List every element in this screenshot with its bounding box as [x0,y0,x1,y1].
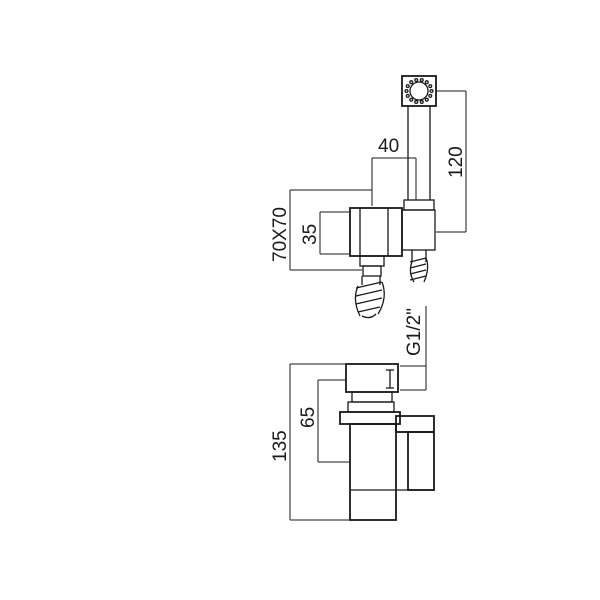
wall-plate [339,411,401,425]
valve-body [349,423,397,521]
shower-hole [414,99,419,105]
hose-left [354,276,385,319]
dimension-label-thread: G1/2" [404,308,425,356]
valve-handle [395,415,435,491]
hose-right [409,250,429,283]
valve-top-block [345,363,399,393]
shower-hole [429,88,434,94]
dimension-120: 120 [436,90,467,233]
shower-hole [428,93,433,98]
side-view: G1/2" [270,306,435,521]
top-view: 40 120 70X70 35 [270,75,467,319]
shower-hole [428,84,433,89]
dimension-70x70: 70X70 [270,189,372,271]
shower-hole [405,93,410,98]
shower-hole [404,88,409,94]
shower-head-holes [404,77,434,105]
dimension-label-135: 135 [270,430,291,462]
wall-connector [349,207,403,277]
shower-hole [409,80,414,85]
shower-hole [424,80,429,85]
dimension-label-40: 40 [378,136,399,157]
dimension-label-65: 65 [298,407,319,428]
dimension-thread: G1/2" [400,306,427,391]
shower-handle [401,106,436,251]
dimension-65: 65 [298,379,350,463]
shower-hole [409,97,414,102]
dimension-label-35: 35 [300,224,321,245]
shower-hole [414,77,419,83]
dimension-label-120: 120 [446,146,467,178]
dimension-135: 135 [270,363,350,521]
dimension-label-70x70: 70X70 [270,207,291,262]
dimension-40: 40 [371,136,417,206]
dimension-35: 35 [300,211,350,255]
shower-hole [419,77,424,83]
shower-hole [405,84,410,89]
shower-hole [419,99,424,105]
shower-hole [424,97,429,102]
valve-neck [347,391,395,413]
shower-head [401,75,437,107]
